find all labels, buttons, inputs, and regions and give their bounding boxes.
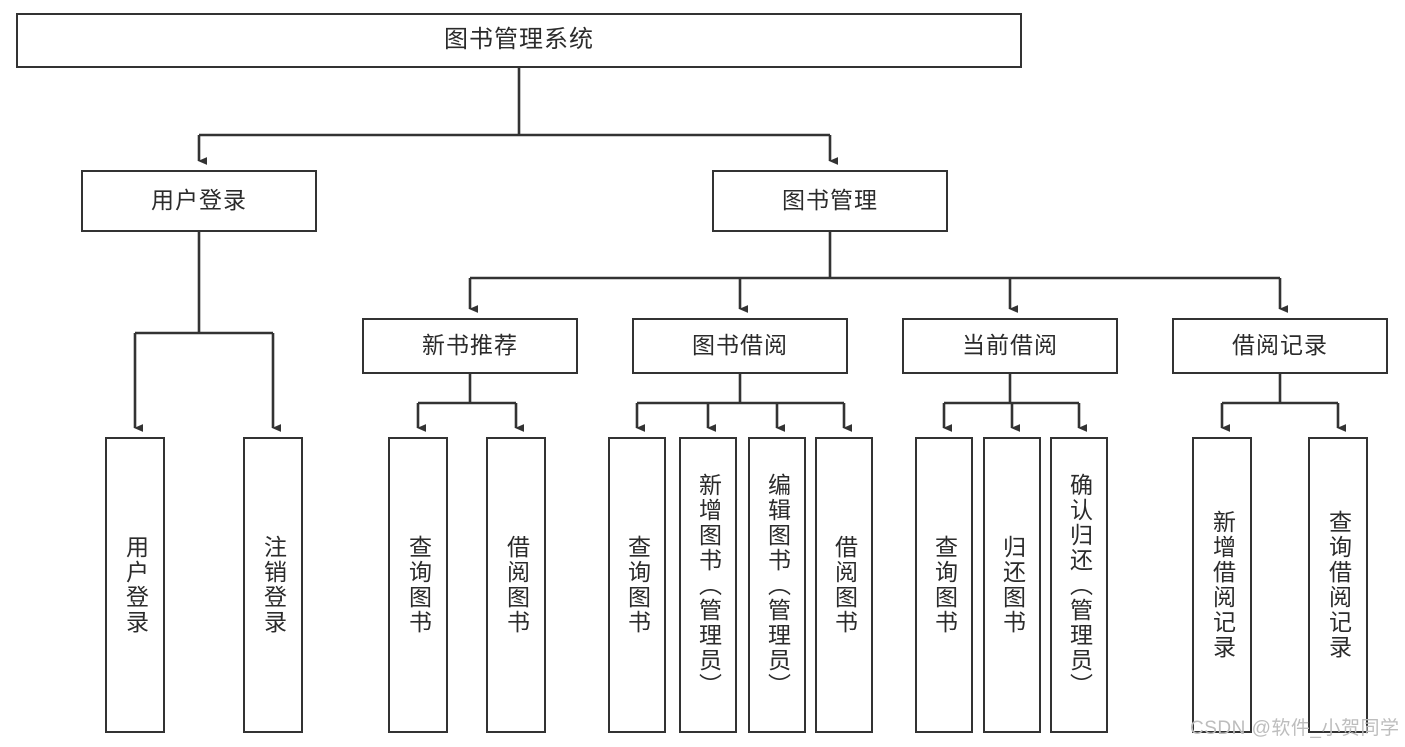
node-leaf-logout[interactable]: 注销登录: [243, 437, 303, 733]
node-leaf-query-book-recommend[interactable]: 查询图书: [388, 437, 448, 733]
tree-edges: [133, 68, 1346, 432]
node-label: 用户登录: [122, 535, 149, 635]
node-label: 查询图书: [624, 535, 651, 635]
node-leaf-borrow-book-recommend[interactable]: 借阅图书: [486, 437, 546, 733]
node-leaf-add-borrow-record[interactable]: 新增借阅记录: [1192, 437, 1252, 733]
node-label: 借阅图书: [503, 535, 530, 635]
node-label: 确认归还（管理员）: [1066, 472, 1093, 698]
csdn-watermark: CSDN @软件_小贺同学: [1190, 718, 1400, 739]
node-label: 查询借阅记录: [1325, 510, 1352, 660]
node-label: 图书借阅: [692, 332, 788, 359]
node-label: 图书管理: [782, 187, 878, 214]
node-leaf-query-book-current[interactable]: 查询图书: [915, 437, 973, 733]
node-leaf-query-borrow-record[interactable]: 查询借阅记录: [1308, 437, 1368, 733]
node-label: 当前借阅: [962, 332, 1058, 359]
node-label: 查询图书: [931, 535, 958, 635]
node-label: 图书管理系统: [444, 26, 594, 54]
node-root-图书管理系统[interactable]: 图书管理系统: [16, 13, 1022, 68]
node-borrow-record[interactable]: 借阅记录: [1172, 318, 1388, 374]
node-leaf-add-book[interactable]: 新增图书（管理员）: [679, 437, 737, 733]
node-label: 新增图书（管理员）: [695, 472, 722, 698]
node-leaf-confirm-return[interactable]: 确认归还（管理员）: [1050, 437, 1108, 733]
node-new-book-recommend[interactable]: 新书推荐: [362, 318, 578, 374]
node-current-borrow[interactable]: 当前借阅: [902, 318, 1118, 374]
node-label: 新书推荐: [422, 332, 518, 359]
node-book-borrow[interactable]: 图书借阅: [632, 318, 848, 374]
node-leaf-edit-book[interactable]: 编辑图书（管理员）: [748, 437, 806, 733]
node-label: 借阅图书: [831, 535, 858, 635]
node-leaf-borrow-book[interactable]: 借阅图书: [815, 437, 873, 733]
node-leaf-user-login[interactable]: 用户登录: [105, 437, 165, 733]
node-user-login[interactable]: 用户登录: [81, 170, 317, 232]
node-leaf-return-book[interactable]: 归还图书: [983, 437, 1041, 733]
node-label: 归还图书: [999, 535, 1026, 635]
node-label: 新增借阅记录: [1209, 510, 1236, 660]
node-leaf-query-book-borrow[interactable]: 查询图书: [608, 437, 666, 733]
node-label: 编辑图书（管理员）: [764, 472, 791, 698]
node-label: 用户登录: [151, 187, 247, 214]
node-label: 查询图书: [405, 535, 432, 635]
node-label: 借阅记录: [1232, 332, 1328, 359]
node-book-management[interactable]: 图书管理: [712, 170, 948, 232]
node-label: 注销登录: [260, 535, 287, 635]
